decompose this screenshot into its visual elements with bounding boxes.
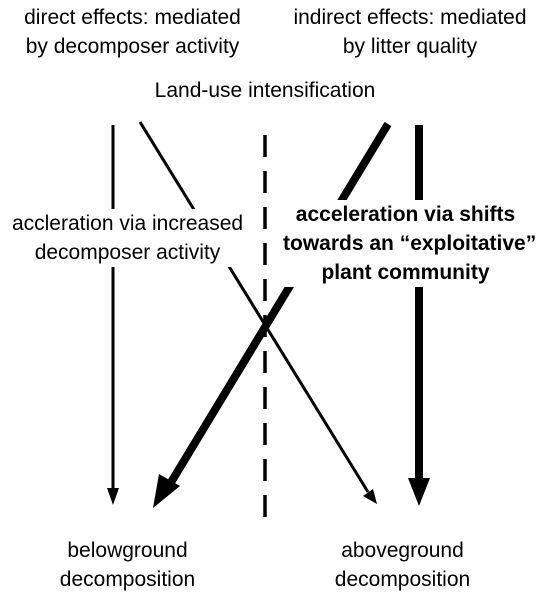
indirect-to-aboveground-arrowhead: [408, 478, 430, 506]
indirect-effects-header-line-1: indirect effects: mediated: [293, 6, 527, 29]
indirect-to-belowground-arrowhead: [153, 474, 180, 508]
aboveground-decomposition-line-1: aboveground: [341, 539, 464, 562]
direct-pathway-label: accleration via increased decomposer act…: [0, 209, 255, 267]
direct-pathway-label-line-1: accleration via increased: [11, 212, 244, 235]
direct-to-belowground-arrowhead: [107, 488, 119, 505]
indirect-pathway-label-line-3: plant community: [321, 261, 490, 284]
direct-pathway-label-line-2: decomposer activity: [34, 241, 221, 264]
direct-to-aboveground-arrow: [138, 121, 370, 493]
land-use-intensification-label: Land-use intensification: [154, 79, 376, 102]
belowground-decomposition-line-1: belowground: [67, 539, 188, 562]
aboveground-decomposition-label: aboveground decomposition: [305, 536, 500, 594]
indirect-pathway-label-line-1: acceleration via shifts: [295, 203, 516, 226]
direct-effects-header: direct effects: mediated by decomposer a…: [0, 3, 265, 61]
aboveground-decomposition-line-2: decomposition: [334, 568, 471, 591]
direct-to-aboveground-arrowhead: [363, 489, 377, 504]
indirect-pathway-label-line-2: towards an “exploitative”: [283, 232, 537, 255]
indirect-effects-header-line-2: by litter quality: [342, 35, 478, 58]
direct-effects-header-line-1: direct effects: mediated: [24, 6, 241, 29]
belowground-decomposition-line-2: decomposition: [59, 568, 196, 591]
indirect-pathway-label: acceleration via shifts towards an “expl…: [283, 200, 537, 287]
indirect-to-belowground-arrow: [166, 121, 392, 487]
belowground-decomposition-label: belowground decomposition: [30, 536, 225, 594]
indirect-effects-header: indirect effects: mediated by litter qua…: [270, 3, 550, 61]
direct-effects-header-line-2: by decomposer activity: [25, 35, 240, 58]
